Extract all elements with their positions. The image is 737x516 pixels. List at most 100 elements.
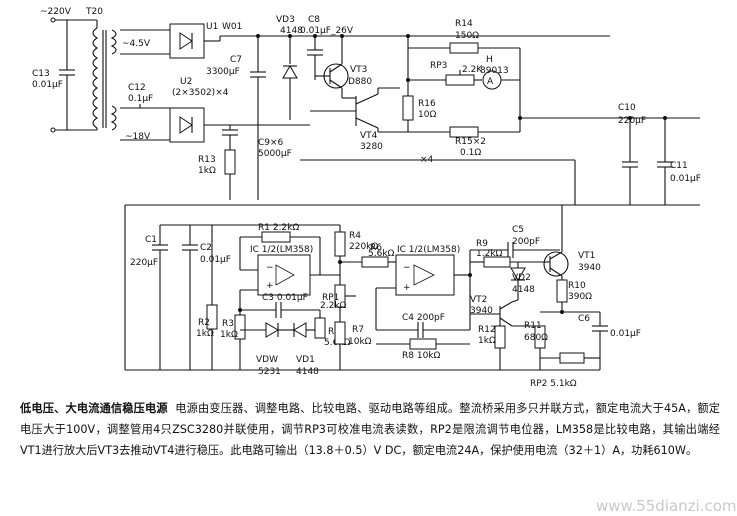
diode-vd1 (278, 310, 321, 338)
label-r15-value: 0.1Ω (460, 148, 481, 158)
label-vd3-value: 4148 (280, 26, 303, 36)
label-c2: C2 (200, 243, 212, 253)
label-r2-value: 1kΩ (196, 329, 214, 339)
label-ic1b: IC 1/2(LM358) (397, 245, 460, 255)
resistor-r14 (407, 36, 521, 80)
capacitor-c10 (622, 118, 638, 205)
label-ac-input: ~220V (40, 7, 72, 17)
label-r9: R9 (476, 239, 488, 249)
resistor-r12 (494, 322, 506, 370)
label-vdw: VDW (256, 355, 278, 365)
label-c7-value: 3300μF (206, 67, 240, 77)
label-r16: R16 (418, 99, 436, 109)
diode-vd3 (282, 36, 298, 120)
label-rp2: RP2 5.1kΩ (530, 379, 577, 389)
label-r3: R3 (222, 319, 234, 329)
transformer-t20 (50, 17, 117, 133)
label-c9: C9×6 (258, 138, 284, 148)
label-c4: C4 200pF (402, 313, 445, 323)
label-c10-value: 220μF (618, 116, 646, 126)
label-vt2-value: 3940 (470, 306, 493, 316)
label-c9-value: 5000μF (258, 149, 292, 159)
capacitor-c11 (657, 118, 673, 205)
label-c13-value: 0.01μF (32, 80, 63, 90)
caption: 低电压、大电流通信稳压电源 电源由变压器、调整电路、比较电路、驱动电路等组成。整… (20, 398, 720, 461)
label-c8: C8 (308, 15, 320, 25)
label-vd2-value: 4148 (512, 285, 535, 295)
junction-dots (238, 34, 667, 314)
label-c8-value: 0.01μF_26V (300, 26, 354, 36)
label-r14-value: 150Ω (455, 31, 479, 41)
opamp-ic1b: − + (375, 250, 471, 330)
capacitor-c5 (470, 242, 560, 258)
label-vt3-value: D880 (348, 77, 372, 87)
label-v18: ~18V (125, 132, 151, 142)
zener-vdw (240, 322, 279, 338)
label-c2-value: 0.01μF (200, 255, 231, 265)
label-r12: R12 (478, 325, 496, 335)
label-vd2: VD2 (512, 273, 531, 283)
transistor-vt3 (315, 36, 349, 98)
label-r13-value: 1kΩ (198, 166, 216, 176)
svg-text:A: A (487, 77, 494, 87)
label-c3: C3 0.01μF (262, 293, 308, 303)
resistor-r6 (340, 256, 396, 268)
label-r6-value: 5.6kΩ (368, 249, 395, 259)
label-vd1-value: 4148 (296, 367, 319, 377)
label-r2: R2 (198, 318, 210, 328)
opamp-ic1a: − + (240, 254, 340, 296)
transistor-vt2 (470, 299, 519, 327)
caption-body: 电源由变压器、调整电路、比较电路、驱动电路等组成。整流桥采用多只并联方式，额定电… (20, 402, 720, 457)
label-r7: R7 (352, 325, 364, 335)
resistor-r1 (239, 231, 321, 275)
label-rp1-value: 2.2kΩ (320, 301, 347, 311)
svg-text:+: + (403, 283, 411, 293)
control-board (124, 160, 700, 371)
label-rp3: RP3 (430, 61, 447, 71)
label-t20: T20 (85, 7, 103, 17)
label-c12: C12 (128, 83, 146, 93)
label-r11-value: 680Ω (524, 333, 548, 343)
capacitor-c8 (307, 36, 323, 80)
label-r3-value: 1kΩ (220, 330, 238, 340)
label-vt1-value: 3940 (578, 263, 601, 273)
label-u1: U1 (206, 22, 218, 32)
label-c6: C6 (578, 314, 590, 324)
ammeter-h: A (482, 70, 520, 90)
resistor-r15 (449, 80, 700, 138)
label-r13: R13 (198, 155, 216, 165)
capacitor-c6 (562, 311, 608, 370)
transistor-vt4 (310, 87, 450, 133)
label-vdw-value: 5231 (258, 367, 281, 377)
potentiometer-rp2 (540, 352, 600, 364)
label-r14: R14 (455, 19, 473, 29)
label-r15: R15×2 (455, 137, 486, 147)
capacitor-c1 (152, 225, 168, 370)
label-vd3: VD3 (276, 15, 295, 25)
label-r12-value: 1kΩ (478, 336, 496, 346)
svg-text:−: − (403, 263, 411, 273)
label-c5-value: 200pF (512, 237, 540, 247)
circuit-schematic: ~220V T20 C13 0.01μF ~4.5V U1 W01 ~18V U… (32, 7, 701, 389)
label-u2: U2 (180, 77, 192, 87)
label-c1-value: 220μF (130, 258, 158, 268)
label-c10: C10 (618, 103, 636, 113)
label-c11: C11 (670, 161, 688, 171)
label-r11: R11 (524, 321, 542, 331)
resistor-r13 (224, 149, 236, 175)
label-vt2: VT2 (470, 295, 487, 305)
label-h: H (486, 55, 493, 65)
label-r16-value: 10Ω (418, 110, 436, 120)
capacitor-c2 (182, 225, 198, 370)
resistor-r5 (314, 317, 326, 339)
label-c13: C13 (32, 69, 50, 79)
bridge-rectifier-u1 (120, 23, 610, 59)
label-r1: R1 2.2kΩ (258, 223, 299, 233)
label-r10: R10 (568, 281, 586, 291)
resistor-r16 (402, 48, 414, 132)
resistor-r8 (376, 338, 470, 350)
label-r9-value: 1.2kΩ (476, 249, 503, 259)
label-r7-value: 10kΩ (348, 337, 372, 347)
label-rp1: RP1 (322, 293, 339, 303)
diode-vd2 (510, 262, 526, 300)
